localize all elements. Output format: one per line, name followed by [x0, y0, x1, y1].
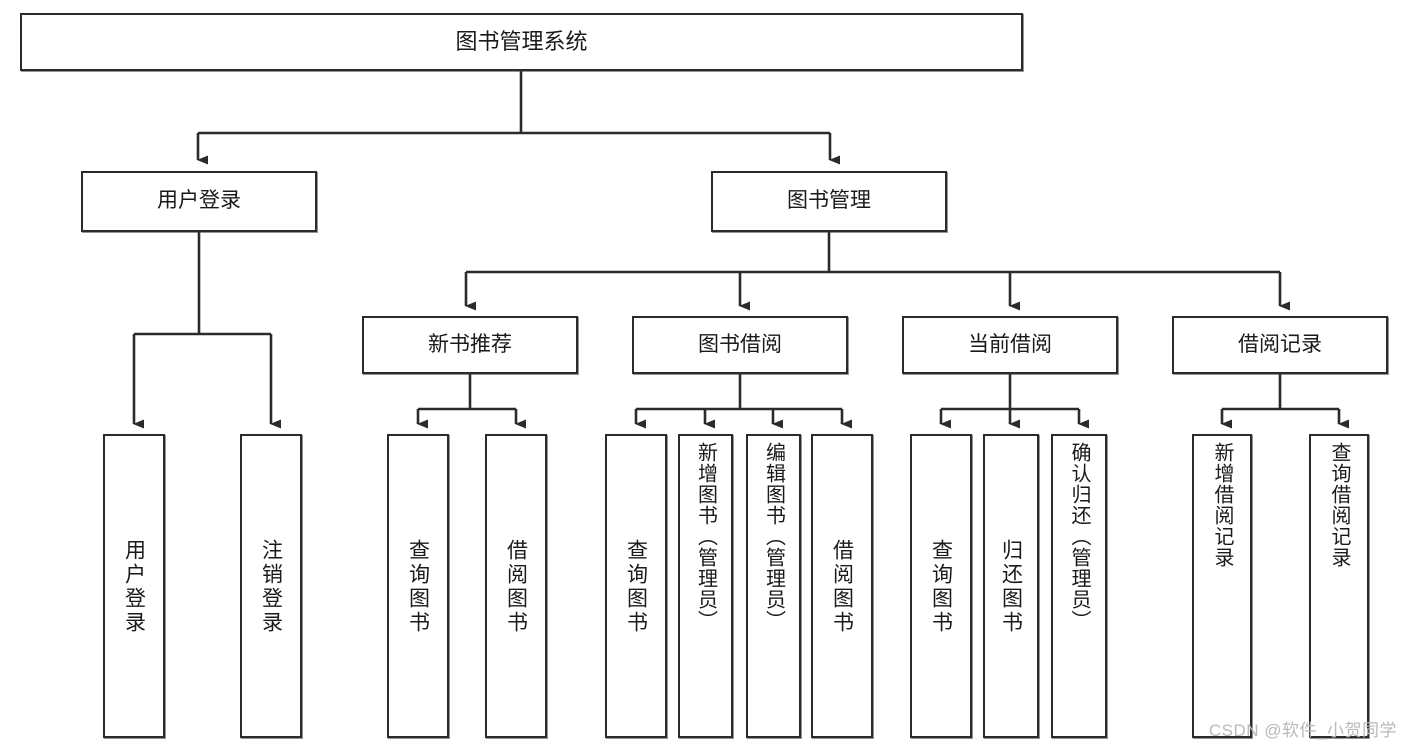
leaf-book-borrow-edit-book-admin[interactable]: 编辑图书（管理员） [746, 434, 801, 738]
node-label: 新增图书（管理员） [694, 442, 717, 631]
leaf-borrow-record-add-record[interactable]: 新增借阅记录 [1192, 434, 1252, 738]
node-label: 借阅图书 [830, 539, 854, 635]
node-label: 图书借阅 [698, 332, 782, 356]
node-user-login[interactable]: 用户登录 [81, 171, 317, 232]
leaf-new-book-query-book[interactable]: 查询图书 [387, 434, 449, 738]
leaf-user-login-logout[interactable]: 注销登录 [240, 434, 302, 738]
node-current-borrow[interactable]: 当前借阅 [902, 316, 1118, 374]
node-label: 当前借阅 [968, 332, 1052, 356]
node-label: 归还图书 [999, 539, 1023, 635]
node-new-book-recommend[interactable]: 新书推荐 [362, 316, 578, 374]
node-label: 图书管理系统 [455, 29, 588, 55]
leaf-book-borrow-borrow-book[interactable]: 借阅图书 [811, 434, 873, 738]
leaf-book-borrow-query-book[interactable]: 查询图书 [605, 434, 667, 738]
leaf-new-book-borrow-book[interactable]: 借阅图书 [485, 434, 547, 738]
node-label: 图书管理 [787, 189, 871, 213]
leaf-current-borrow-return-book[interactable]: 归还图书 [983, 434, 1039, 738]
node-label: 编辑图书（管理员） [762, 442, 785, 631]
leaf-borrow-record-query-record[interactable]: 查询借阅记录 [1309, 434, 1369, 738]
leaf-current-borrow-confirm-return-admin[interactable]: 确认归还（管理员） [1051, 434, 1107, 738]
node-book-management[interactable]: 图书管理 [711, 171, 947, 232]
leaf-user-login-login[interactable]: 用户登录 [103, 434, 165, 738]
node-label: 用户登录 [157, 189, 241, 213]
node-label: 注销登录 [259, 539, 283, 635]
node-label: 确认归还（管理员） [1068, 442, 1090, 631]
node-label: 查询图书 [929, 539, 953, 635]
leaf-book-borrow-add-book-admin[interactable]: 新增图书（管理员） [678, 434, 733, 738]
node-label: 查询图书 [624, 539, 648, 635]
node-label: 借阅图书 [504, 539, 528, 635]
csdn-watermark: CSDN @软件_小贺同学 [1208, 721, 1397, 740]
node-label: 新书推荐 [428, 332, 512, 356]
node-book-borrow[interactable]: 图书借阅 [632, 316, 848, 374]
node-root-book-management-system[interactable]: 图书管理系统 [20, 13, 1023, 71]
node-label: 用户登录 [122, 539, 146, 635]
node-label: 借阅记录 [1238, 332, 1322, 356]
leaf-current-borrow-query-book[interactable]: 查询图书 [910, 434, 972, 738]
node-borrow-record[interactable]: 借阅记录 [1172, 316, 1388, 374]
node-label: 查询借阅记录 [1328, 442, 1350, 568]
node-label: 新增借阅记录 [1211, 442, 1233, 568]
node-label: 查询图书 [406, 539, 430, 635]
